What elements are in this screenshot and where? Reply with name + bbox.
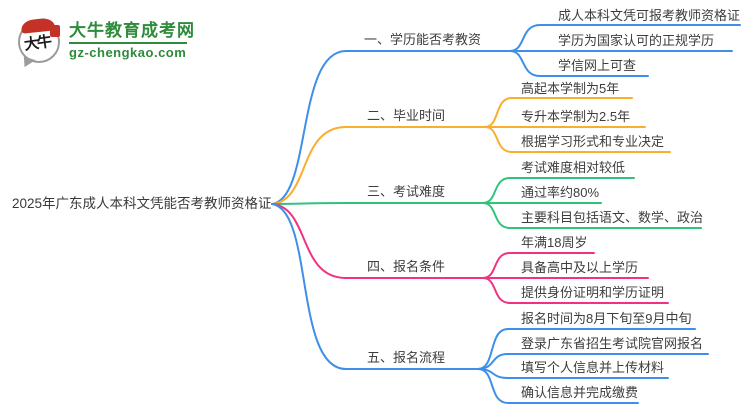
branch-label-4: 四、报名条件 <box>367 259 446 274</box>
subtopic: 具备高中及以上学历 <box>521 260 639 275</box>
branch-label-1: 一、学历能否考教资 <box>364 32 482 47</box>
branch-1-sub-line <box>509 50 649 77</box>
branch-3-lines <box>271 177 702 229</box>
branch-4-sub-line <box>482 277 669 304</box>
branch-2-sub-line <box>484 126 671 153</box>
subtopic: 根据学习形式和专业决定 <box>521 134 665 149</box>
logo-divider <box>69 41 187 44</box>
branch-3-sub-line <box>482 202 702 229</box>
branch-label-2: 二、毕业时间 <box>367 108 446 123</box>
branch-5-main-line <box>271 203 479 370</box>
logo-domain: gz-chengkao.com <box>69 44 187 60</box>
logo-site-name: 大牛教育成考网 <box>69 20 195 40</box>
branch-5-lines <box>271 203 709 404</box>
branch-label-5: 五、报名流程 <box>367 350 446 365</box>
subtopic: 学历为国家认可的正规学历 <box>558 33 715 48</box>
branch-1-main-line <box>271 50 511 205</box>
logo-text-block: 大牛教育成考网 gz-chengkao.com <box>69 21 195 60</box>
branch-2-lines <box>271 97 671 205</box>
logo-speech-bubble-icon: 大牛 <box>18 17 60 63</box>
logo-bubble-text: 大牛 <box>23 34 52 54</box>
branch-5-sub-line <box>477 368 639 404</box>
subtopic: 提供身份证明和学历证明 <box>521 285 665 300</box>
subtopic: 报名时间为8月下旬至9月中旬 <box>521 311 692 326</box>
subtopic: 学信网上可查 <box>558 58 637 73</box>
subtopic: 主要科目包括语文、数学、政治 <box>521 210 704 225</box>
subtopic: 登录广东省招生考试院官网报名 <box>521 336 704 351</box>
subtopic: 专升本学制为2.5年 <box>521 109 631 124</box>
subtopic: 通过率约80% <box>521 185 600 200</box>
subtopic: 年满18周岁 <box>521 235 588 250</box>
branch-label-3: 三、考试难度 <box>367 184 446 199</box>
central-topic: 2025年广东成人本科文凭能否考教师资格证 <box>12 196 272 211</box>
branch-4-main-line <box>271 203 484 279</box>
subtopic: 考试难度相对较低 <box>521 160 626 175</box>
subtopic: 高起本学制为5年 <box>521 81 620 96</box>
branch-1-lines <box>271 24 741 205</box>
subtopic: 填写个人信息并上传材料 <box>521 360 665 375</box>
branch-3-main-line <box>271 202 484 205</box>
branch-2-main-line <box>271 126 486 205</box>
branch-4-lines <box>271 203 669 304</box>
logo-red-seal-icon <box>50 25 60 37</box>
site-logo: 大牛 大牛教育成考网 gz-chengkao.com <box>18 14 195 66</box>
branch-2-sub-line <box>484 97 633 128</box>
subtopic: 成人本科文凭可报考教师资格证 <box>558 8 741 23</box>
subtopic: 确认信息并完成缴费 <box>521 385 639 400</box>
